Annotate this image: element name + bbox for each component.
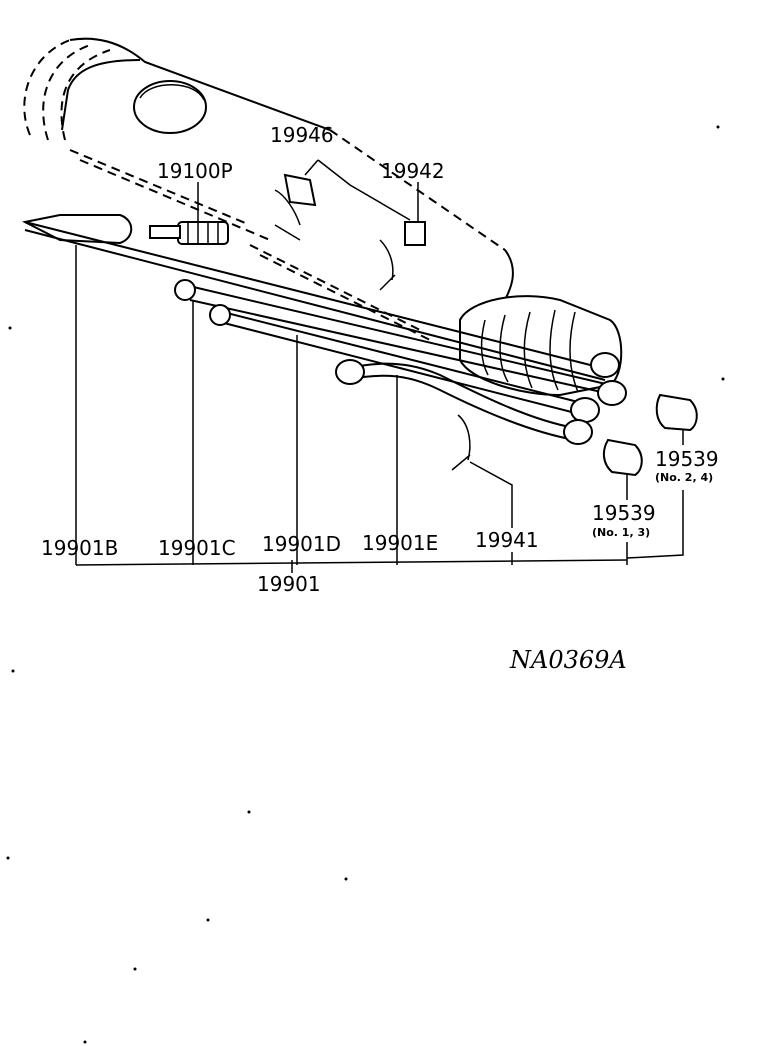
cord-clamp-19942 <box>379 221 426 291</box>
terminal-cap-no-1-3 <box>602 438 643 477</box>
part-label-19941: 19941 <box>475 528 539 552</box>
part-label-19901: 19901 <box>257 572 321 596</box>
engine-phantom-outline <box>23 37 514 341</box>
part-label-19901C: 19901C <box>158 536 236 560</box>
part-label-19539-no-2-4: 19539 <box>655 447 719 471</box>
part-note-no-2-4: (No. 2, 4) <box>655 471 713 484</box>
scan-specks <box>6 125 725 1044</box>
part-label-19901E: 19901E <box>362 531 438 555</box>
plug-cap <box>21 214 133 245</box>
part-label-19539-no-1-3: 19539 <box>592 501 656 525</box>
figure-code: NA0369A <box>509 646 627 674</box>
leader-lines <box>75 159 684 573</box>
part-label-19901B: 19901B <box>41 536 118 560</box>
terminal-cap-no-2-4 <box>655 393 698 432</box>
cord-clamp-19941 <box>451 414 471 471</box>
high-tension-cords <box>24 221 627 445</box>
distributor <box>459 295 623 397</box>
part-label-19946: 19946 <box>270 123 334 147</box>
part-label-19100P: 19100P <box>157 159 233 183</box>
part-note-no-1-3: (No. 1, 3) <box>592 526 650 539</box>
spark-plug <box>149 221 229 245</box>
cord-clamp-19946 <box>274 173 317 241</box>
part-label-19901D: 19901D <box>262 532 341 556</box>
oil-filler-cap <box>133 80 207 134</box>
part-label-19942: 19942 <box>381 159 445 183</box>
